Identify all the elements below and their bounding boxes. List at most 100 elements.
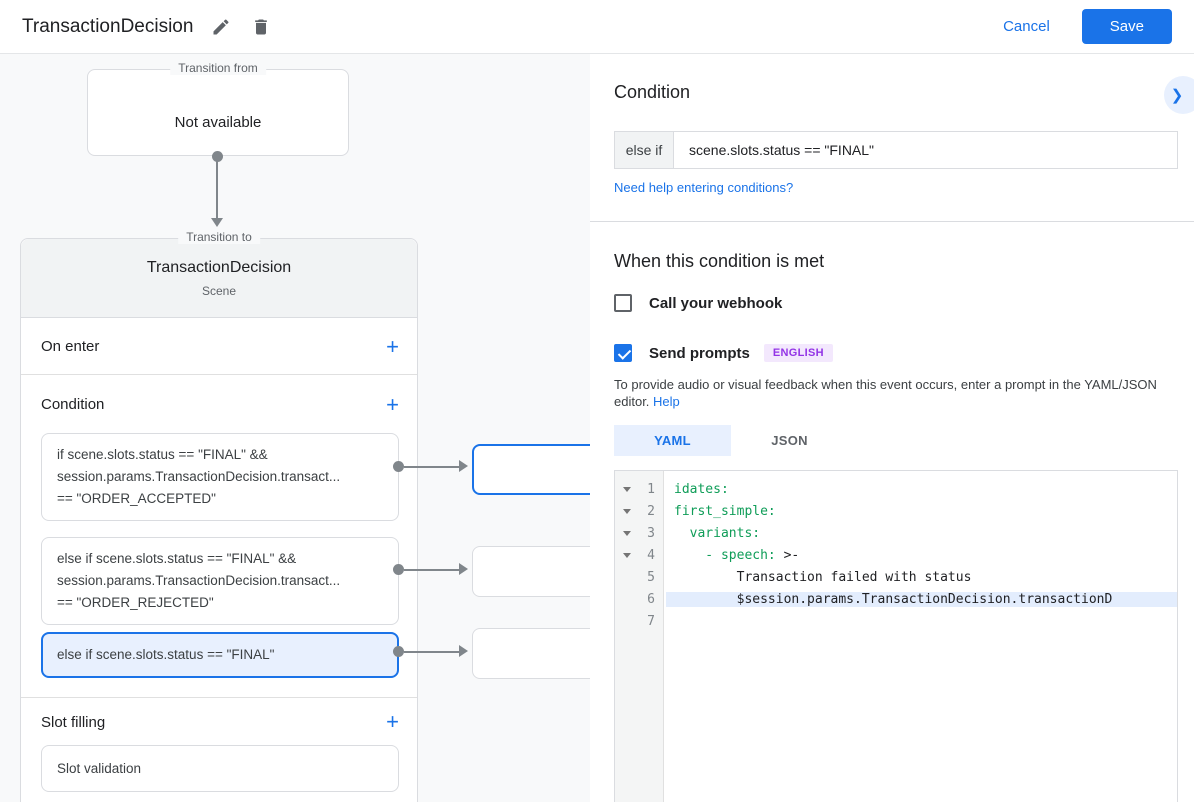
conditions-help-link[interactable]: Need help entering conditions?	[614, 180, 794, 195]
prompt-help-link[interactable]: Help	[653, 394, 680, 409]
yaml-text: $session.params.TransactionDecision.tran…	[674, 591, 1113, 607]
condition-text: == "ORDER_ACCEPTED"	[57, 491, 216, 506]
transition-to-legend: Transition to	[178, 230, 260, 244]
slot-validation-label: Slot validation	[57, 761, 142, 776]
slot-validation-item[interactable]: Slot validation	[41, 745, 399, 792]
delete-icon[interactable]	[251, 16, 273, 38]
condition-text: if scene.slots.status == "FINAL" &&	[57, 447, 268, 462]
edit-icon[interactable]	[211, 16, 233, 38]
line-number: 6	[647, 591, 655, 607]
flow-canvas: Transition from Not available Transition…	[0, 54, 590, 802]
condition-text: else if scene.slots.status == "FINAL"	[57, 647, 275, 662]
condition-text: session.params.TransactionDecision.trans…	[57, 573, 341, 588]
webhook-label: Call your webhook	[649, 294, 783, 312]
scene-card-header: TransactionDecision Scene	[21, 239, 417, 318]
yaml-key: first_simple:	[674, 503, 776, 519]
connector-line	[404, 466, 460, 468]
condition-expression-input[interactable]	[674, 132, 1177, 168]
code-line-highlighted: 6 $session.params.TransactionDecision.tr…	[615, 588, 1177, 610]
code-line: 4 - speech: >-	[615, 544, 1177, 566]
on-enter-section: On enter +	[21, 319, 417, 375]
collapse-panel-button[interactable]: ❯	[1164, 76, 1194, 114]
target-scene-box-3[interactable]	[472, 628, 590, 679]
connector-dot	[393, 461, 404, 472]
arrowhead-right-icon	[459, 460, 468, 472]
transition-to-card: Transition to TransactionDecision Scene …	[20, 230, 418, 802]
cancel-button[interactable]: Cancel	[985, 10, 1068, 43]
yaml-code-editor[interactable]: 1 idates: 2 first_simple: 3 variants: 4	[614, 470, 1178, 802]
editor-tabs: YAML JSON	[614, 425, 848, 456]
section-divider	[21, 697, 417, 698]
prompt-hint-body: To provide audio or visual feedback when…	[614, 377, 1157, 409]
condition-item-2[interactable]: else if scene.slots.status == "FINAL" &&…	[41, 537, 399, 625]
condition-text: session.params.TransactionDecision.trans…	[57, 469, 341, 484]
target-scene-box-2[interactable]	[472, 546, 590, 597]
yaml-key: idates:	[674, 481, 729, 497]
line-number: 2	[647, 503, 655, 519]
arrowhead-down-icon	[211, 218, 223, 227]
condition-section: Condition +	[21, 376, 417, 433]
chevron-right-icon: ❯	[1170, 87, 1184, 104]
slot-filling-section: Slot filling +	[21, 698, 417, 746]
yaml-text: >-	[775, 547, 800, 563]
save-button[interactable]: Save	[1081, 9, 1172, 44]
webhook-row: Call your webhook	[614, 294, 782, 312]
send-prompts-checkbox[interactable]	[614, 344, 632, 362]
connector-dot	[212, 151, 223, 162]
yaml-key: variants:	[674, 525, 761, 541]
connector-line	[404, 569, 460, 571]
page-title: TransactionDecision	[22, 15, 194, 37]
condition-detail-panel: Condition ❯ else if Need help entering c…	[590, 54, 1194, 802]
add-condition-icon[interactable]: +	[386, 391, 399, 417]
condition-prefix: else if	[615, 132, 674, 168]
prompt-hint-text: To provide audio or visual feedback when…	[614, 376, 1180, 410]
line-number: 7	[647, 613, 655, 629]
transition-from-content: Not available	[174, 114, 262, 131]
condition-expression-row: else if	[614, 131, 1178, 169]
line-number: 4	[647, 547, 655, 563]
tab-json[interactable]: JSON	[771, 433, 808, 448]
tab-yaml[interactable]: YAML	[614, 425, 731, 456]
add-slot-icon[interactable]: +	[386, 709, 399, 734]
condition-text: == "ORDER_REJECTED"	[57, 595, 214, 610]
editor-gutter	[615, 471, 664, 802]
fold-toggle-icon[interactable]	[615, 508, 639, 514]
scene-title: TransactionDecision	[146, 259, 292, 276]
connector-dot	[393, 646, 404, 657]
code-line: 7	[615, 610, 1177, 632]
yaml-key: - speech:	[674, 547, 776, 563]
condition-item-3-selected[interactable]: else if scene.slots.status == "FINAL"	[41, 632, 399, 678]
connector-dot	[393, 564, 404, 575]
send-prompts-label: Send prompts	[649, 344, 750, 362]
on-enter-label: On enter	[41, 338, 100, 355]
line-number: 5	[647, 569, 655, 585]
fold-toggle-icon[interactable]	[615, 486, 639, 492]
language-badge: ENGLISH	[763, 344, 833, 362]
fold-toggle-icon[interactable]	[615, 530, 639, 536]
webhook-checkbox[interactable]	[614, 294, 632, 312]
code-line: 3 variants:	[615, 522, 1177, 544]
transition-from-box: Transition from Not available	[87, 61, 349, 156]
slot-filling-label: Slot filling	[41, 713, 106, 731]
yaml-text: Transaction failed with status	[674, 569, 972, 585]
panel-condition-heading: Condition	[614, 82, 691, 102]
when-met-heading: When this condition is met	[614, 251, 825, 271]
arrowhead-right-icon	[459, 563, 468, 575]
top-bar: TransactionDecision Cancel Save	[0, 0, 1194, 54]
code-line: 5 Transaction failed with status	[615, 566, 1177, 588]
arrowhead-right-icon	[459, 645, 468, 657]
scene-subtitle: Scene	[201, 284, 237, 298]
condition-item-1[interactable]: if scene.slots.status == "FINAL" && sess…	[41, 433, 399, 521]
scene-editor: Transition from Not available Transition…	[0, 54, 1194, 802]
condition-section-label: Condition	[41, 396, 105, 413]
code-line: 2 first_simple:	[615, 500, 1177, 522]
code-line: 1 idates:	[615, 478, 1177, 500]
add-on-enter-icon[interactable]: +	[386, 333, 399, 359]
line-number: 3	[647, 525, 655, 541]
condition-text: else if scene.slots.status == "FINAL" &&	[57, 551, 297, 566]
connector-line	[216, 159, 218, 219]
fold-toggle-icon[interactable]	[615, 552, 639, 558]
connector-line	[404, 651, 460, 653]
target-scene-box-1[interactable]	[472, 444, 590, 495]
panel-divider	[590, 221, 1194, 222]
